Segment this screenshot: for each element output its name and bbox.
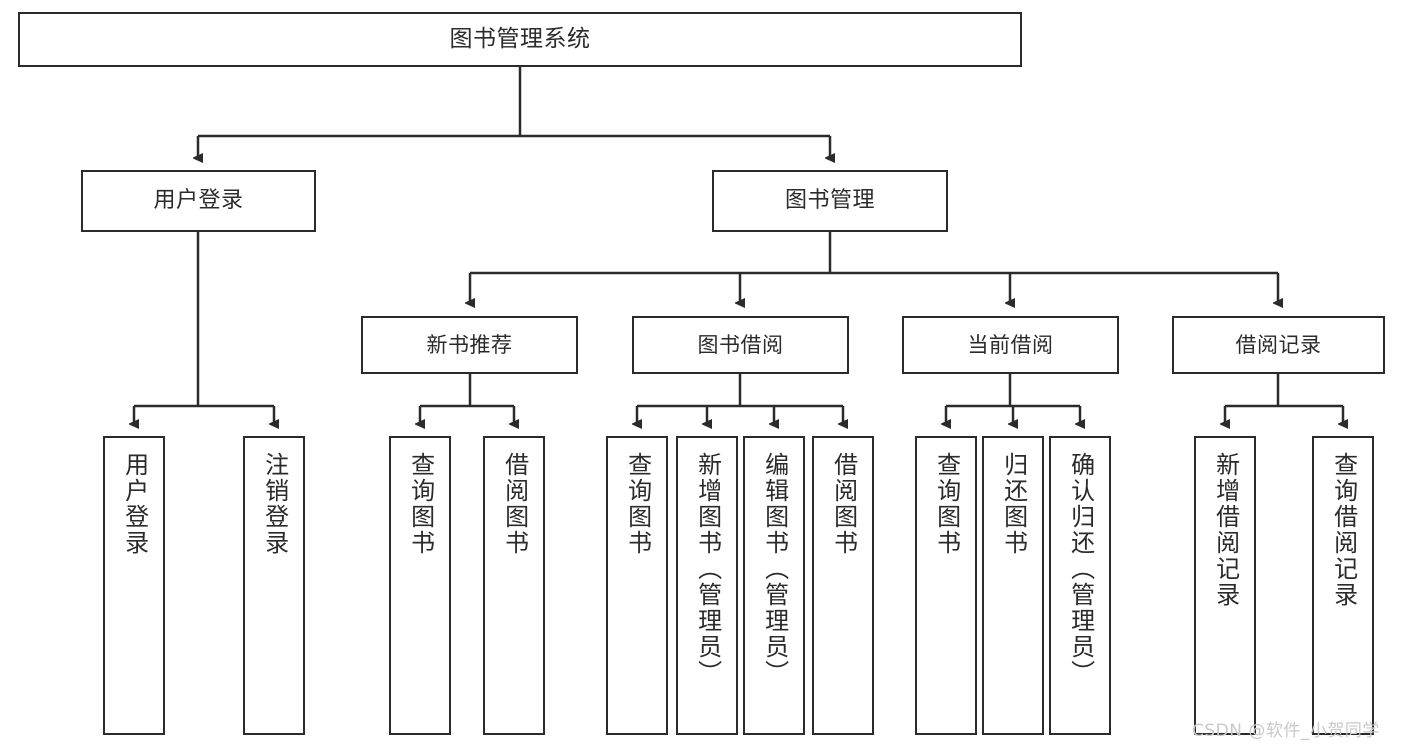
csdn-watermark: CSDN @软件_小贺同学 [1192,721,1380,741]
node-label: 编辑图书（管理员） [760,452,789,686]
node-label: 查询借阅记录 [1329,452,1358,608]
node-leaf-query-book-borrow[interactable]: 查询图书 [606,436,668,735]
node-leaf-return-book[interactable]: 归还图书 [982,436,1044,735]
node-user-login[interactable]: 用户登录 [81,170,316,232]
node-label: 当前借阅 [967,332,1054,357]
node-label: 借阅记录 [1235,332,1322,357]
node-leaf-confirm-return[interactable]: 确认归还（管理员） [1049,436,1111,735]
node-leaf-edit-book[interactable]: 编辑图书（管理员） [743,436,805,735]
node-leaf-borrow-book-new[interactable]: 借阅图书 [483,436,545,735]
node-current-borrow[interactable]: 当前借阅 [902,316,1119,374]
node-label: 借阅图书 [829,452,858,556]
node-label: 查询图书 [623,452,652,556]
node-leaf-user-login[interactable]: 用户登录 [103,436,165,735]
node-label: 确认归还（管理员） [1066,452,1095,686]
node-label: 新增借阅记录 [1211,452,1240,608]
node-label: 新书推荐 [426,332,513,357]
node-leaf-add-book[interactable]: 新增图书（管理员） [676,436,738,735]
node-label: 查询图书 [932,452,961,556]
node-leaf-borrow-book[interactable]: 借阅图书 [812,436,874,735]
node-book-manage[interactable]: 图书管理 [712,170,948,232]
node-label: 用户登录 [153,188,244,214]
node-book-borrow[interactable]: 图书借阅 [632,316,849,374]
node-label: 查询图书 [406,452,435,556]
node-new-book-recommend[interactable]: 新书推荐 [361,316,578,374]
node-label: 用户登录 [120,452,149,556]
node-leaf-query-book-current[interactable]: 查询图书 [915,436,977,735]
node-leaf-logout-login[interactable]: 注销登录 [243,436,305,735]
node-leaf-add-borrow-record[interactable]: 新增借阅记录 [1194,436,1256,735]
node-label: 归还图书 [999,452,1028,556]
node-leaf-query-borrow-record[interactable]: 查询借阅记录 [1312,436,1374,735]
node-label: 图书管理系统 [449,26,591,53]
node-root-system[interactable]: 图书管理系统 [18,12,1022,67]
node-label: 借阅图书 [500,452,529,556]
node-label: 图书借阅 [697,332,784,357]
node-borrow-record[interactable]: 借阅记录 [1172,316,1385,374]
node-label: 新增图书（管理员） [693,452,722,686]
node-leaf-query-book-new[interactable]: 查询图书 [389,436,451,735]
node-label: 图书管理 [784,188,875,214]
node-label: 注销登录 [260,452,289,556]
